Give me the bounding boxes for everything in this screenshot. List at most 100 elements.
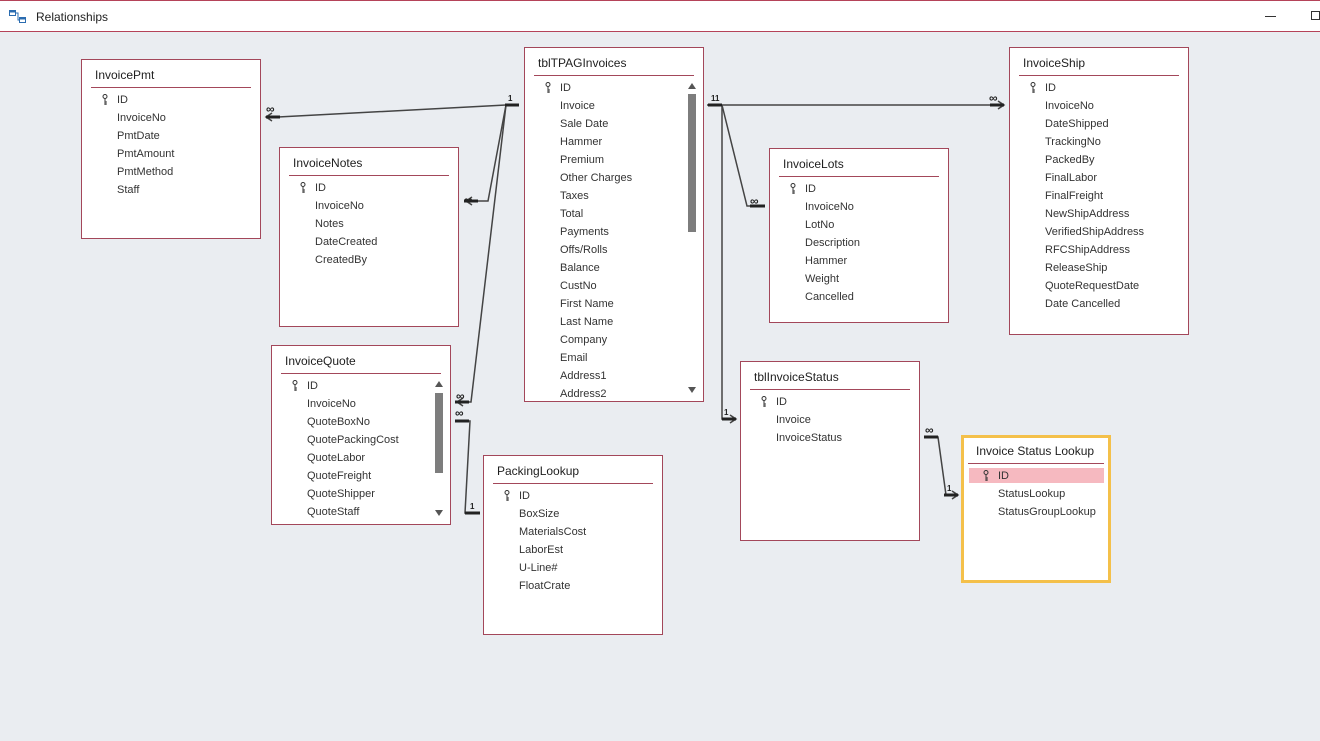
- field-row-primary-key[interactable]: ID: [1010, 79, 1188, 97]
- field-row[interactable]: Hammer: [525, 133, 685, 151]
- field-row[interactable]: DateShipped: [1010, 115, 1188, 133]
- table-scrollbar[interactable]: [686, 81, 698, 395]
- field-row[interactable]: Taxes: [525, 187, 685, 205]
- field-row[interactable]: ReleaseShip: [1010, 259, 1188, 277]
- scroll-up-icon[interactable]: [688, 83, 696, 89]
- field-row[interactable]: Hammer: [770, 252, 948, 270]
- field-row[interactable]: U-Line#: [484, 559, 662, 577]
- field-row[interactable]: LotNo: [770, 216, 948, 234]
- scroll-down-icon[interactable]: [688, 387, 696, 393]
- field-row[interactable]: RFCShipAddress: [1010, 241, 1188, 259]
- field-row[interactable]: PackedBy: [1010, 151, 1188, 169]
- scroll-thumb[interactable]: [435, 393, 443, 473]
- field-row[interactable]: InvoiceStatus: [741, 429, 919, 447]
- field-row[interactable]: QuoteStaff: [272, 503, 432, 521]
- field-row[interactable]: InvoiceNo: [1010, 97, 1188, 115]
- table-header[interactable]: Invoice Status Lookup: [968, 442, 1104, 464]
- field-row[interactable]: Sale Date: [525, 115, 685, 133]
- field-row[interactable]: QuoteLabor: [272, 449, 432, 467]
- field-row[interactable]: Date Cancelled: [1010, 295, 1188, 313]
- table-header[interactable]: InvoiceShip: [1019, 54, 1179, 76]
- field-row[interactable]: Company: [525, 331, 685, 349]
- field-row[interactable]: FinalLabor: [1010, 169, 1188, 187]
- table-header[interactable]: PackingLookup: [493, 462, 653, 484]
- field-row[interactable]: Total: [525, 205, 685, 223]
- field-name: PackedBy: [1045, 154, 1095, 166]
- field-row[interactable]: Payments: [525, 223, 685, 241]
- field-row[interactable]: TrackingNo: [1010, 133, 1188, 151]
- field-row[interactable]: Premium: [525, 151, 685, 169]
- field-row-primary-key[interactable]: ID: [484, 487, 662, 505]
- field-row[interactable]: QuoteRequestDate: [1010, 277, 1188, 295]
- field-row[interactable]: CustNo: [525, 277, 685, 295]
- field-row[interactable]: Email: [525, 349, 685, 367]
- field-row[interactable]: QuoteShipper: [272, 485, 432, 503]
- field-row[interactable]: First Name: [525, 295, 685, 313]
- field-row[interactable]: InvoiceNo: [272, 395, 432, 413]
- field-row-primary-key[interactable]: ID: [272, 377, 432, 395]
- field-row[interactable]: StatusGroupLookup: [964, 503, 1108, 521]
- field-row[interactable]: Offs/Rolls: [525, 241, 685, 259]
- field-row-primary-key[interactable]: ID: [82, 91, 260, 109]
- field-row[interactable]: VerifiedShipAddress: [1010, 223, 1188, 241]
- field-row[interactable]: Staff: [82, 181, 260, 199]
- field-row-primary-key[interactable]: ID: [741, 393, 919, 411]
- field-row[interactable]: DateCreated: [280, 233, 458, 251]
- scroll-down-icon[interactable]: [435, 510, 443, 516]
- field-row[interactable]: Description: [770, 234, 948, 252]
- field-row[interactable]: QuotePackingCost: [272, 431, 432, 449]
- field-name: Invoice: [560, 100, 595, 112]
- field-row[interactable]: PmtDate: [82, 127, 260, 145]
- field-row[interactable]: Notes: [280, 215, 458, 233]
- field-row[interactable]: FinalFreight: [1010, 187, 1188, 205]
- field-row[interactable]: Weight: [770, 270, 948, 288]
- field-row[interactable]: MaterialsCost: [484, 523, 662, 541]
- maximize-button[interactable]: [1304, 5, 1320, 27]
- field-row[interactable]: CreatedBy: [280, 251, 458, 269]
- table-header[interactable]: tblInvoiceStatus: [750, 368, 910, 390]
- table-header[interactable]: InvoiceNotes: [289, 154, 449, 176]
- field-row[interactable]: StatusLookup: [964, 485, 1108, 503]
- table-header[interactable]: tblTPAGInvoices: [534, 54, 694, 76]
- table-header[interactable]: InvoiceQuote: [281, 352, 441, 374]
- field-row-primary-key[interactable]: ID: [770, 180, 948, 198]
- scroll-up-icon[interactable]: [435, 381, 443, 387]
- field-row[interactable]: InvoiceNo: [770, 198, 948, 216]
- scroll-thumb[interactable]: [688, 94, 696, 232]
- field-row-primary-key[interactable]: ID: [525, 79, 685, 97]
- field-row[interactable]: Invoice: [525, 97, 685, 115]
- field-row[interactable]: QuoteBoxNo: [272, 413, 432, 431]
- field-name: Hammer: [560, 136, 603, 148]
- field-row[interactable]: Invoice: [741, 411, 919, 429]
- field-row[interactable]: Balance: [525, 259, 685, 277]
- field-row[interactable]: InvoiceNo: [280, 197, 458, 215]
- field-row[interactable]: InvoiceNo: [82, 109, 260, 127]
- field-row-primary-key[interactable]: ID: [964, 467, 1108, 485]
- field-row[interactable]: Other Charges: [525, 169, 685, 187]
- table-scrollbar[interactable]: [433, 379, 445, 518]
- field-row[interactable]: BoxSize: [484, 505, 662, 523]
- field-row-primary-key[interactable]: ID: [280, 179, 458, 197]
- field-row[interactable]: PmtAmount: [82, 145, 260, 163]
- field-row[interactable]: Cancelled: [770, 288, 948, 306]
- table-header[interactable]: InvoiceLots: [779, 155, 939, 177]
- field-row[interactable]: LaborEst: [484, 541, 662, 559]
- field-row[interactable]: QuoteFreight: [272, 467, 432, 485]
- field-row[interactable]: Address2: [525, 385, 685, 401]
- field-row[interactable]: FloatCrate: [484, 577, 662, 595]
- table-header[interactable]: InvoicePmt: [91, 66, 251, 88]
- field-row[interactable]: NewShipAddress: [1010, 205, 1188, 223]
- field-row[interactable]: Last Name: [525, 313, 685, 331]
- field-row[interactable]: PmtMethod: [82, 163, 260, 181]
- field-row[interactable]: Address1: [525, 367, 685, 385]
- minimize-button[interactable]: [1262, 5, 1280, 27]
